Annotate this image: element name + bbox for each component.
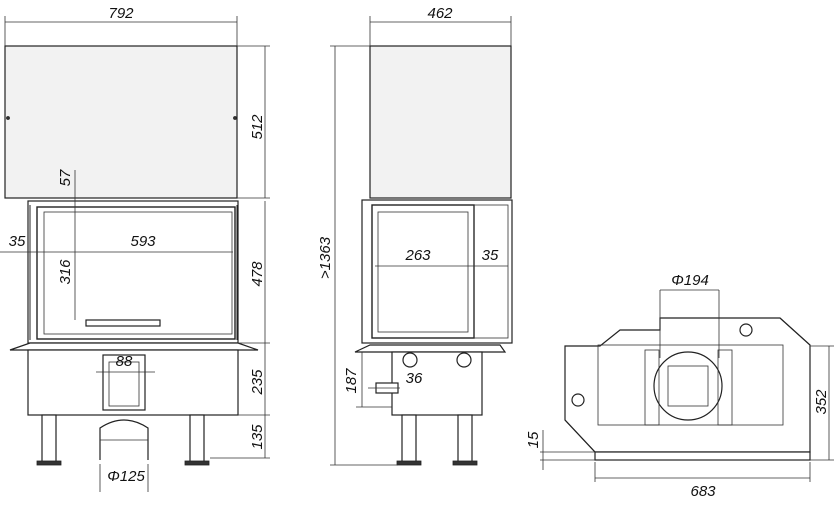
side-air-inlet — [402, 352, 418, 368]
side-hood — [369, 45, 512, 199]
front-glass-inner — [43, 211, 233, 335]
top-air-knob — [739, 323, 753, 337]
front-handle — [85, 319, 161, 327]
front-dimensions — [0, 16, 270, 492]
front-leg — [189, 414, 205, 464]
top-bottom-bar — [594, 451, 811, 461]
side-air-inlet-height-label: 187 — [343, 368, 360, 394]
side-leg — [401, 414, 417, 464]
front-outlet-width-label: 88 — [116, 353, 133, 370]
front-base-height-label: 235 — [249, 369, 266, 396]
side-glass-width-label: 263 — [404, 247, 431, 264]
top-offset-label: 15 — [525, 431, 542, 448]
side-dimensions — [330, 16, 512, 466]
top-depth-label: 352 — [813, 389, 830, 415]
front-glass-width-label: 593 — [130, 233, 156, 250]
side-foot — [396, 460, 422, 466]
side-total-height-label: >1363 — [317, 236, 334, 279]
front-width-label: 792 — [108, 5, 134, 22]
front-foot — [184, 460, 210, 466]
top-glass-line — [564, 419, 596, 453]
top-vent — [644, 349, 660, 426]
front-flue-diameter-label: Φ125 — [107, 468, 145, 485]
side-depth-label: 462 — [427, 5, 453, 22]
top-firebox — [597, 344, 784, 426]
front-base-flange — [9, 342, 259, 351]
side-glass — [371, 204, 475, 339]
front-hood-height-label: 512 — [249, 114, 266, 140]
top-dimensions — [540, 289, 834, 482]
side-leg — [457, 414, 473, 464]
side-air-inlet-width-label: 36 — [406, 370, 423, 387]
side-air-outlet — [456, 352, 472, 368]
front-door-height-label: 478 — [249, 261, 266, 287]
top-width-label: 683 — [690, 483, 716, 500]
top-vent — [717, 349, 733, 426]
front-glass — [36, 206, 236, 340]
side-body — [473, 204, 509, 339]
top-flue-diameter-label: Φ194 — [671, 272, 709, 289]
top-view: Φ194 352 683 15 — [525, 272, 834, 500]
side-view: 462 >1363 263 35 187 36 — [317, 5, 513, 466]
front-air-outlet — [102, 354, 146, 411]
front-frame-offset-label: 57 — [57, 169, 74, 186]
side-foot — [452, 460, 478, 466]
side-base-flange — [354, 344, 507, 353]
top-flue — [653, 351, 723, 421]
front-glass-height-label: 316 — [57, 259, 74, 285]
front-hood-screw — [233, 116, 237, 120]
front-view: 792 512 57 35 593 316 478 235 135 88 Φ12… — [0, 5, 270, 492]
front-leg-height-label: 135 — [249, 424, 266, 450]
front-leg — [41, 414, 57, 464]
top-flue-damper — [667, 365, 709, 407]
side-glass-inner — [377, 211, 469, 333]
side-offset-label: 35 — [482, 247, 499, 264]
top-air-knob — [571, 393, 585, 407]
front-hood-screw — [6, 116, 10, 120]
top-glass-line — [779, 317, 811, 346]
front-hood — [4, 45, 238, 199]
front-air-outlet-inner — [108, 361, 140, 407]
front-foot — [36, 460, 62, 466]
front-side-offset-label: 35 — [9, 233, 26, 250]
